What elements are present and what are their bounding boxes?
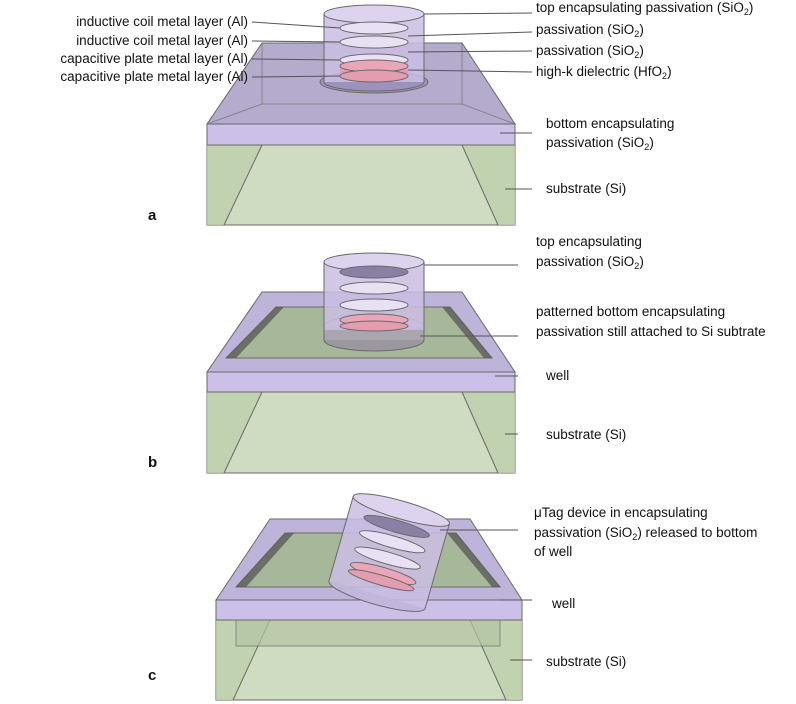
panel-c-device-cylinder xyxy=(328,493,450,612)
panel-c-device-label-1: μTag device in encapsulating xyxy=(534,505,708,520)
panel-a-bottom-passivation-label-1: bottom encapsulating xyxy=(546,116,674,131)
panel-b-top-label-1: top encapsulating xyxy=(536,234,642,249)
panel-a-coil-layer-1 xyxy=(339,21,409,35)
panel-a: inductive coil metal layer (Al) inductiv… xyxy=(60,0,753,226)
panel-c-well-label: well xyxy=(551,596,575,611)
panel-b-letter: b xyxy=(148,454,157,471)
panel-a-bottom-passivation-label-2: passivation (SiO2) xyxy=(546,135,654,152)
panel-a-letter: a xyxy=(148,207,157,224)
panel-b: top encapsulating passivation (SiO2) pat… xyxy=(148,234,766,474)
panel-a-device-cylinder xyxy=(319,4,429,94)
panel-a-leaders xyxy=(251,12,533,190)
panel-a-coil-layer-2 xyxy=(339,35,409,49)
panel-a-substrate-label: substrate (Si) xyxy=(546,181,626,196)
panel-a-left-label-1: inductive coil metal layer (Al) xyxy=(76,14,248,29)
panel-a-left-label-4: capacitive plate metal layer (Al) xyxy=(60,69,248,84)
panel-a-plate-layer-2 xyxy=(339,69,409,83)
panel-b-device-cylinder xyxy=(323,252,425,352)
panel-b-top-label-2: passivation (SiO2) xyxy=(536,254,644,271)
panel-b-patterned-label-1: patterned bottom encapsulating xyxy=(536,304,725,319)
panel-a-right-label-4: high-k dielectric (HfO2) xyxy=(536,64,672,81)
panel-b-substrate xyxy=(206,391,516,474)
panel-c-device-label-2: passivation (SiO2) released to bottom xyxy=(534,525,757,542)
panel-a-right-label-1: top encapsulating passivation (SiO2) xyxy=(536,0,753,17)
panel-b-well-label: well xyxy=(545,368,569,383)
panel-a-right-label-2: passivation (SiO2) xyxy=(536,22,644,39)
panel-b-leaders xyxy=(420,264,518,435)
panel-c-substrate-label: substrate (Si) xyxy=(546,654,626,669)
panel-a-substrate xyxy=(206,144,516,226)
panel-a-left-label-3: capacitive plate metal layer (Al) xyxy=(60,51,248,66)
panel-c-leaders xyxy=(440,529,532,661)
panel-b-substrate-label: substrate (Si) xyxy=(546,427,626,442)
panel-c-letter: c xyxy=(148,667,156,684)
panel-a-right-label-3: passivation (SiO2) xyxy=(536,43,644,60)
panel-b-patterned-label-2: passivation still attached to Si subtrat… xyxy=(536,324,766,339)
panel-c-device-label-3: of well xyxy=(534,544,572,559)
panel-c: μTag device in encapsulating passivation… xyxy=(148,493,757,701)
panel-a-left-label-2: inductive coil metal layer (Al) xyxy=(76,33,248,48)
